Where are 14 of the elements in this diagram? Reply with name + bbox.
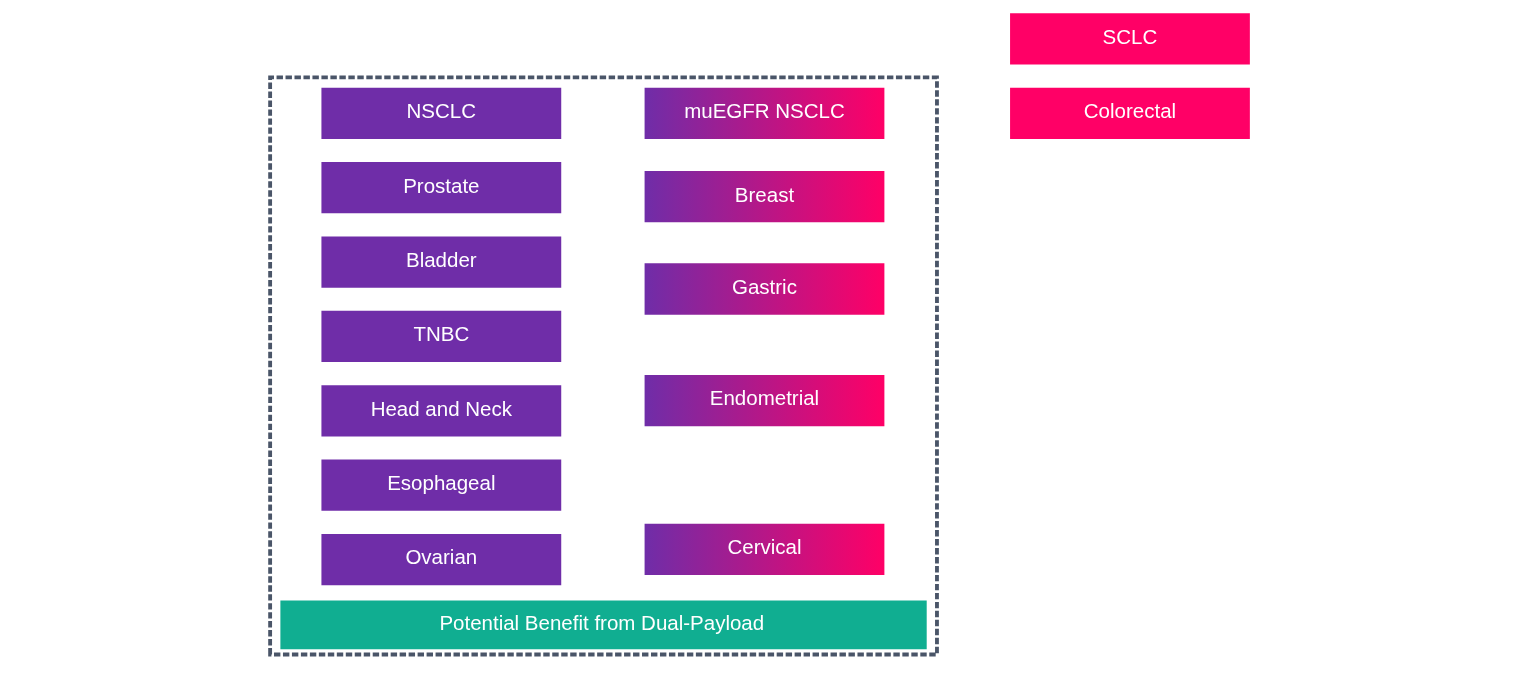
node-box: Ovarian	[321, 533, 562, 586]
node-box: Colorectal	[1010, 87, 1250, 139]
node-box: Endometrial	[644, 374, 885, 427]
node-box: Gastric	[644, 263, 885, 315]
node-box: Head and Neck	[321, 385, 562, 437]
node-box: NSCLC	[321, 87, 562, 139]
node-box: Esophageal	[321, 459, 562, 511]
node-box: Bladder	[321, 236, 562, 288]
node-box: Prostate	[321, 162, 562, 214]
node-box: TNBC	[321, 310, 562, 363]
node-box: SCLC	[1010, 13, 1250, 65]
node-box: Breast	[644, 171, 885, 223]
node-box: muEGFR NSCLC	[644, 87, 885, 139]
node-box: Cervical	[644, 523, 885, 575]
